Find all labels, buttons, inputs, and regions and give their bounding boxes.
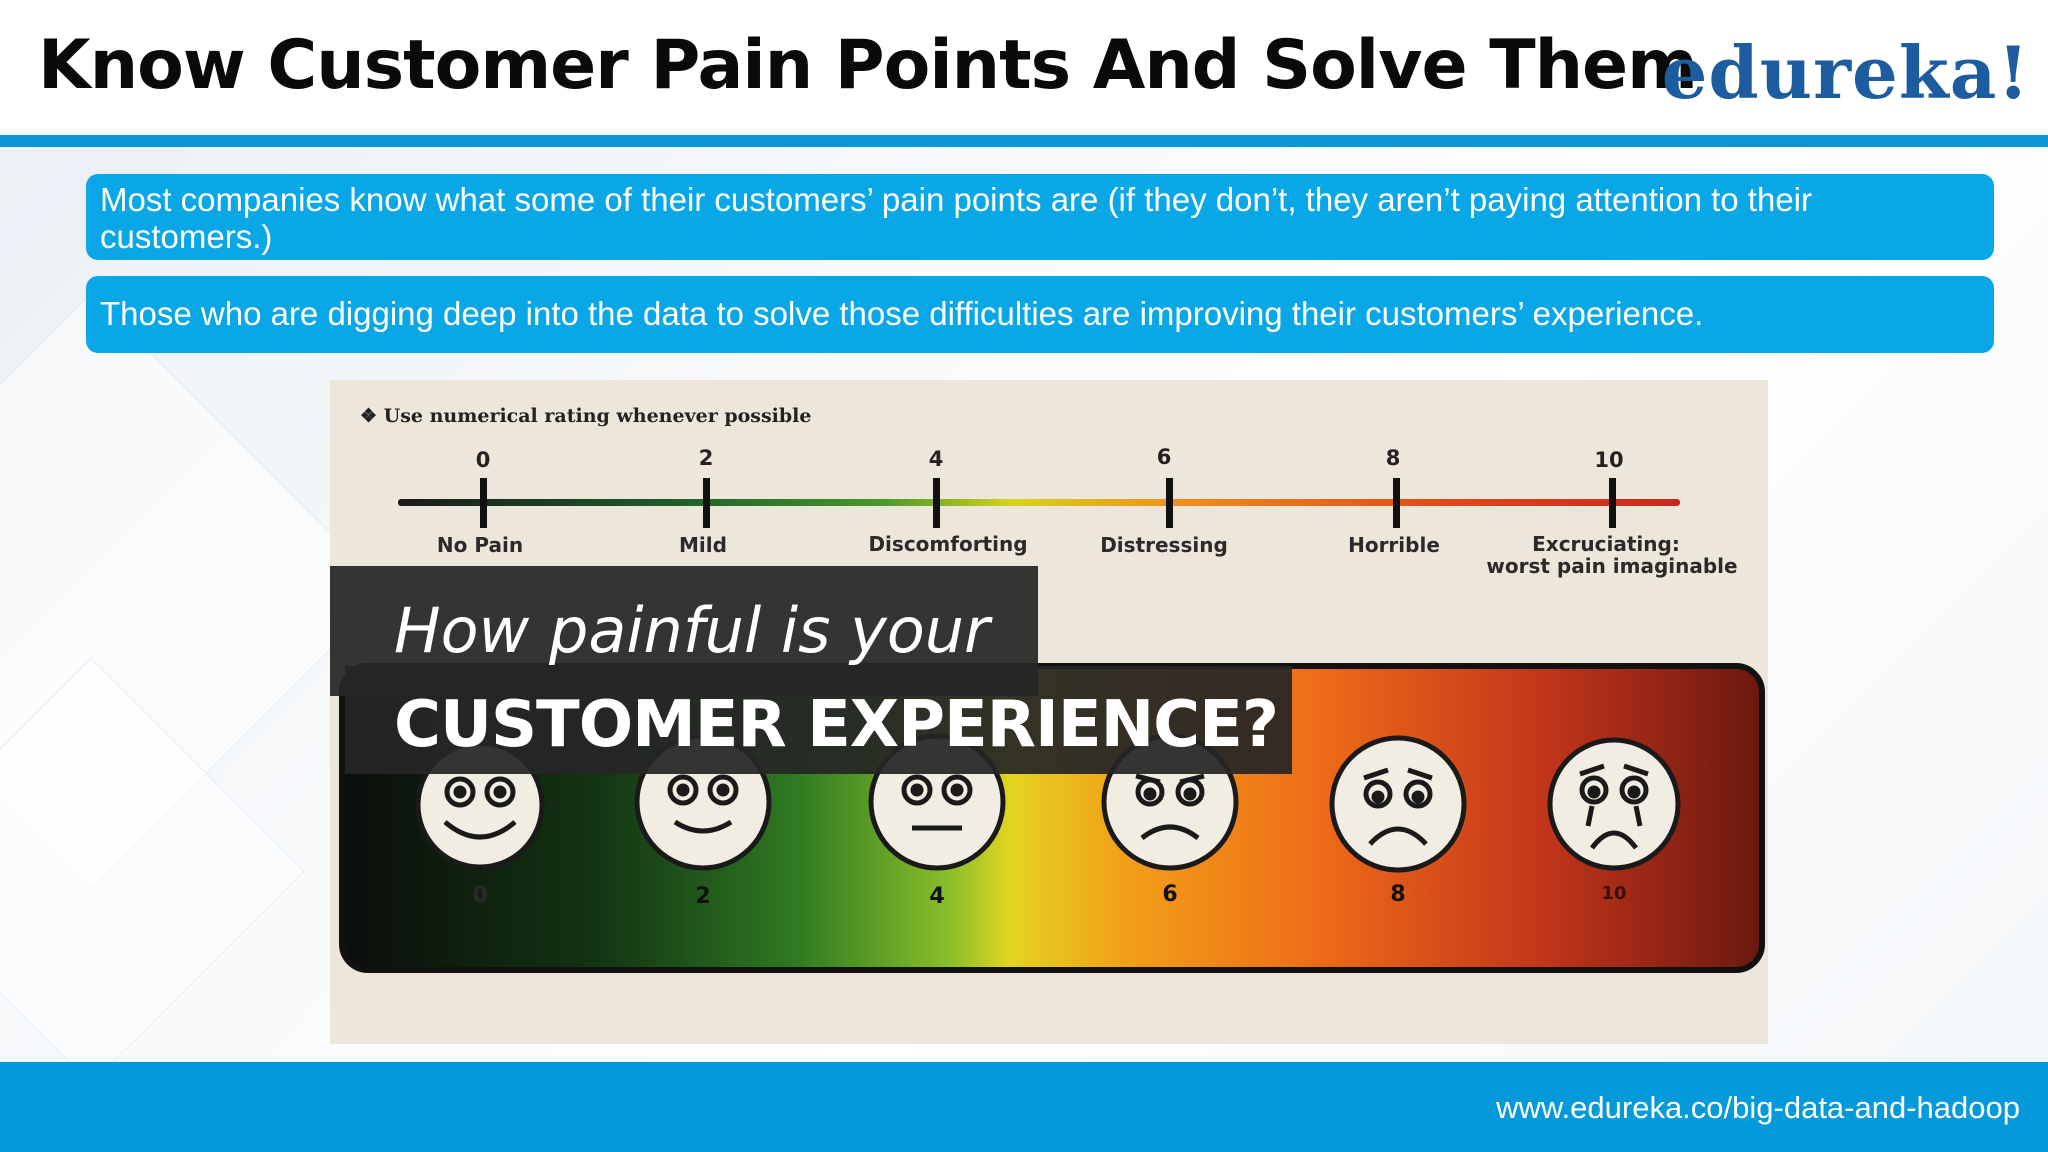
headline-box-2 — [345, 666, 1292, 774]
scale-value: 10 — [1594, 448, 1623, 472]
face-number: 2 — [695, 884, 710, 909]
edureka-logo: edureka! — [1661, 30, 2030, 115]
scale-label-secondary: worst pain imaginable — [1486, 554, 1737, 578]
face-number: 0 — [472, 883, 487, 908]
header-divider — [0, 135, 2048, 147]
face-excruciating-icon — [1547, 737, 1681, 871]
scale-line — [398, 499, 1680, 506]
scale-label: Discomforting — [868, 532, 1027, 556]
bullet-text-1: Most companies know what some of their c… — [100, 181, 1812, 255]
scale-value: 2 — [699, 446, 714, 470]
scale-label: No Pain — [437, 533, 523, 557]
bullet-text-2: Those who are digging deep into the data… — [100, 295, 1704, 332]
slide-title: Know Customer Pain Points And Solve Them — [38, 26, 1698, 105]
scale-value: 6 — [1157, 445, 1172, 469]
face-number: 8 — [1390, 882, 1405, 907]
scale-value: 0 — [476, 448, 491, 472]
slide-header: Know Customer Pain Points And Solve Them… — [0, 0, 2048, 140]
face-number: 10 — [1601, 883, 1626, 904]
face-number: 4 — [929, 884, 944, 909]
scale-ticks — [480, 478, 1616, 528]
headline-line-2: CUSTOMER EXPERIENCE? — [394, 688, 1278, 762]
scale-label: Distressing — [1100, 533, 1228, 557]
face-horrible-icon — [1329, 735, 1467, 873]
scale-label: Horrible — [1348, 533, 1440, 557]
bullet-box-2: Those who are digging deep into the data… — [86, 276, 1994, 353]
face-number: 6 — [1162, 882, 1177, 907]
scale-label: Excruciating: — [1532, 532, 1680, 556]
slide-footer: www.edureka.co/big-data-and-hadoop — [0, 1062, 2048, 1152]
scale-label: Mild — [679, 533, 727, 557]
footer-url: www.edureka.co/big-data-and-hadoop — [1496, 1090, 2020, 1125]
scale-value: 4 — [929, 447, 944, 471]
scale-instruction: ❖ Use numerical rating whenever possible — [360, 405, 811, 427]
pain-scale-image: ❖ Use numerical rating whenever possible… — [330, 380, 1768, 1044]
headline-line-1: How painful is your — [394, 594, 993, 667]
scale-value: 8 — [1386, 446, 1401, 470]
bullet-box-1: Most companies know what some of their c… — [86, 174, 1994, 260]
